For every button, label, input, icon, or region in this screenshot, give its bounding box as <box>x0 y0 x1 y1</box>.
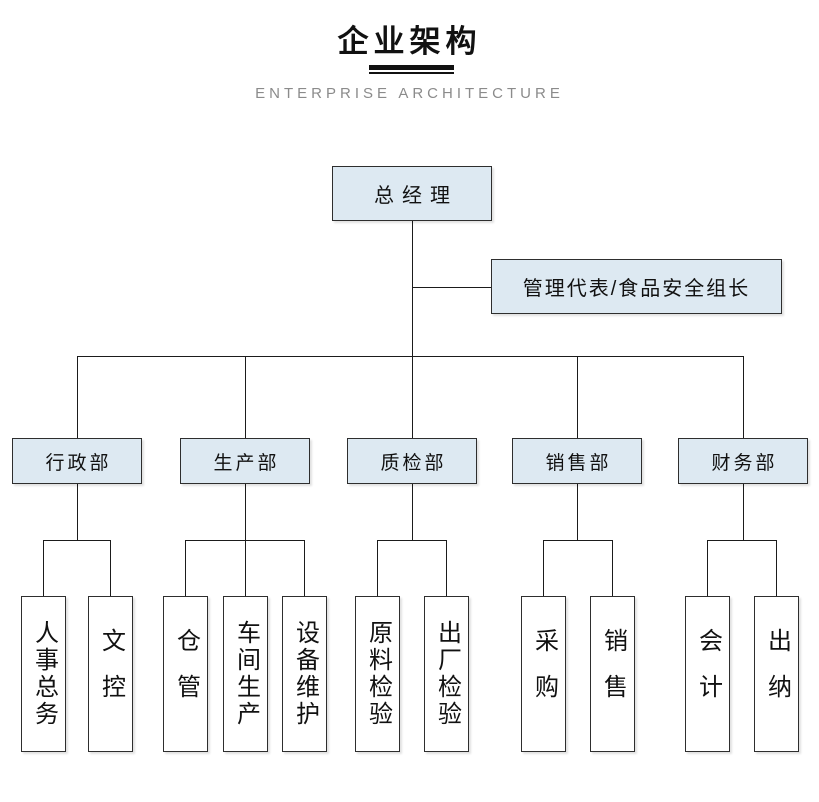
connector-dept-drop <box>412 356 413 438</box>
node-dept-sales: 销售部 <box>512 438 642 484</box>
node-dept-sales-label: 销售部 <box>545 452 612 474</box>
node-equipment-maintenance-label: 设备维护 <box>291 620 319 728</box>
node-procurement-label: 采购 <box>530 628 558 720</box>
connector-leaf-drop <box>776 540 777 596</box>
node-outgoing-inspection-label: 出厂检验 <box>433 620 461 728</box>
connector-leaf-drop <box>707 540 708 596</box>
node-dept-production-label: 生产部 <box>213 452 280 474</box>
node-general-manager-label: 总经理 <box>374 185 458 207</box>
node-cashier-label: 出纳 <box>763 628 791 720</box>
title-underline-thick <box>369 65 454 70</box>
connector-sub-bus <box>543 540 613 541</box>
node-outgoing-inspection: 出厂检验 <box>424 596 469 752</box>
page-subtitle: ENTERPRISE ARCHITECTURE <box>255 85 564 102</box>
connector-dept-stem <box>77 484 78 540</box>
node-dept-finance-label: 财务部 <box>711 452 778 474</box>
node-raw-material-inspection: 原料检验 <box>355 596 400 752</box>
connector-sub-bus <box>377 540 447 541</box>
connector-dept-stem <box>743 484 744 540</box>
connector-root-drop <box>412 221 413 357</box>
connector-dept-stem <box>577 484 578 540</box>
title-underline <box>369 65 454 74</box>
node-procurement: 采购 <box>521 596 566 752</box>
connector-dept-drop <box>743 356 744 438</box>
node-equipment-maintenance: 设备维护 <box>282 596 327 752</box>
connector-leaf-drop <box>110 540 111 596</box>
connector-main-bus <box>77 356 744 357</box>
node-dept-admin: 行政部 <box>12 438 142 484</box>
connector-sub-bus <box>43 540 111 541</box>
node-raw-material-inspection-label: 原料检验 <box>364 620 392 728</box>
node-workshop-production: 车间生产 <box>223 596 268 752</box>
node-document-control: 文控 <box>88 596 133 752</box>
connector-leaf-drop <box>245 540 246 596</box>
node-dept-quality-label: 质检部 <box>380 452 447 474</box>
node-dept-admin-label: 行政部 <box>45 452 112 474</box>
title-underline-gap <box>369 70 454 72</box>
node-accounting: 会计 <box>685 596 730 752</box>
node-hr-general-affairs-label: 人事总务 <box>30 620 58 728</box>
connector-dept-drop <box>577 356 578 438</box>
node-dept-finance: 财务部 <box>678 438 808 484</box>
node-hr-general-affairs: 人事总务 <box>21 596 66 752</box>
connector-leaf-drop <box>304 540 305 596</box>
connector-leaf-drop <box>446 540 447 596</box>
node-sales-label: 销售 <box>599 628 627 720</box>
connector-leaf-drop <box>43 540 44 596</box>
connector-leaf-drop <box>185 540 186 596</box>
node-management-representative-label: 管理代表/食品安全组长 <box>522 278 751 300</box>
connector-staff-branch <box>412 287 491 288</box>
connector-leaf-drop <box>377 540 378 596</box>
node-workshop-production-label: 车间生产 <box>232 620 260 728</box>
node-document-control-label: 文控 <box>97 628 125 720</box>
connector-sub-bus <box>707 540 777 541</box>
node-sales: 销售 <box>590 596 635 752</box>
node-dept-production: 生产部 <box>180 438 310 484</box>
page-title: 企业架构 <box>337 24 482 59</box>
node-warehouse-management-label: 仓管 <box>172 628 200 720</box>
node-cashier: 出纳 <box>754 596 799 752</box>
title-underline-thin <box>369 72 454 74</box>
connector-dept-stem <box>412 484 413 540</box>
connector-dept-drop <box>77 356 78 438</box>
connector-dept-drop <box>245 356 246 438</box>
node-dept-quality: 质检部 <box>347 438 477 484</box>
connector-dept-stem <box>245 484 246 540</box>
node-accounting-label: 会计 <box>694 628 722 720</box>
node-warehouse-management: 仓管 <box>163 596 208 752</box>
connector-leaf-drop <box>543 540 544 596</box>
connector-leaf-drop <box>612 540 613 596</box>
node-general-manager: 总经理 <box>332 166 492 221</box>
node-management-representative: 管理代表/食品安全组长 <box>491 259 782 314</box>
